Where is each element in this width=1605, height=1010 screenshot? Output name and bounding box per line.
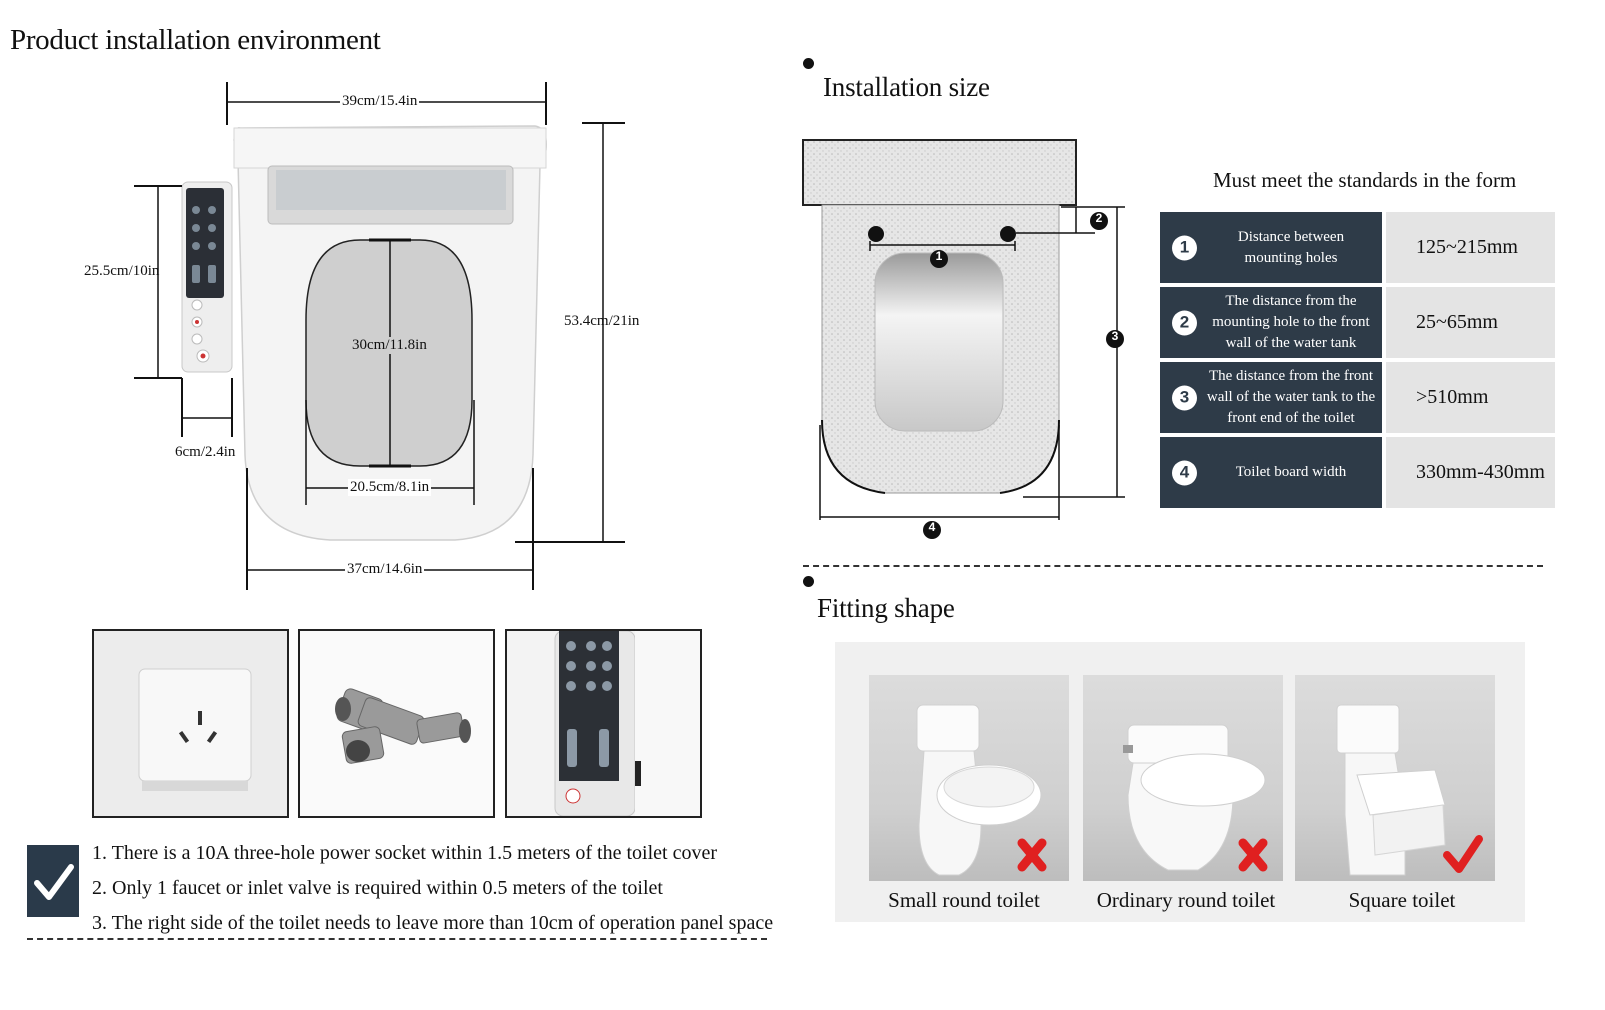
installation-size-diagram	[802, 139, 1125, 539]
standards-row: 2 The distance from the mounting hole to…	[1160, 287, 1555, 358]
reject-icon	[1017, 838, 1047, 872]
row-number: 2	[1172, 310, 1197, 335]
row-number: 1	[1172, 235, 1197, 260]
photo-small-round-toilet	[869, 675, 1069, 881]
divider	[803, 565, 1543, 567]
standards-row: 3 The distance from the front wall of th…	[1160, 362, 1555, 433]
bullet-icon	[803, 58, 814, 69]
dim-total-height: 53.4cm/21in	[564, 313, 640, 329]
installation-notes: 1. There is a 10A three-hole power socke…	[92, 836, 773, 941]
diagram-marker: 3	[1111, 329, 1119, 343]
row-number: 4	[1172, 460, 1197, 485]
shape-label: Square toilet	[1348, 888, 1456, 912]
standards-title: Must meet the standards in the form	[1213, 168, 1517, 192]
dim-seat-width: 20.5cm/8.1in	[348, 479, 432, 496]
row-value: 25~65mm	[1386, 287, 1555, 358]
photo-ordinary-round-toilet	[1083, 675, 1283, 881]
section-title-installation-size: Installation size	[823, 72, 990, 102]
dim-panel-height: 25.5cm/10in	[84, 263, 160, 279]
diagram-marker: 4	[928, 520, 936, 534]
accept-icon	[1443, 835, 1483, 873]
shape-label: Ordinary round toilet	[1096, 888, 1276, 912]
row-value: 330mm-430mm	[1386, 437, 1555, 508]
row-description: The distance from the mounting hole to t…	[1212, 293, 1370, 351]
photo-operation-panel	[505, 629, 702, 818]
dim-top-width: 39cm/15.4in	[340, 93, 420, 110]
photo-square-toilet	[1295, 675, 1495, 881]
note-item: 2. Only 1 faucet or inlet valve is requi…	[92, 877, 663, 899]
diagram-marker: 1	[935, 249, 943, 263]
diagram-marker: 2	[1095, 211, 1103, 225]
section-title-fitting-shape: Fitting shape	[817, 593, 955, 623]
standards-row: 1 Distance between mounting holes 125~21…	[1160, 212, 1555, 283]
row-description: Distance between mounting holes	[1237, 228, 1345, 266]
row-value: >510mm	[1386, 362, 1555, 433]
check-icon	[27, 845, 79, 917]
photo-tee-valve	[298, 629, 495, 818]
shape-label: Small round toilet	[888, 888, 1040, 912]
dim-bottom-width: 37cm/14.6in	[345, 561, 425, 578]
bullet-icon	[803, 576, 814, 587]
row-number: 3	[1172, 385, 1197, 410]
dim-panel-offset: 6cm/2.4in	[175, 444, 236, 460]
note-item: 3. The right side of the toilet needs to…	[92, 912, 774, 934]
dim-seat-length: 30cm/11.8in	[350, 337, 429, 354]
row-value: 125~215mm	[1386, 212, 1555, 283]
standards-row: 4 Toilet board width 330mm-430mm	[1160, 437, 1555, 508]
photo-power-socket	[92, 629, 289, 818]
note-item: 1. There is a 10A three-hole power socke…	[92, 842, 717, 864]
section-title-installation-environment: Product installation environment	[10, 24, 381, 56]
row-description: Toilet board width	[1235, 464, 1347, 480]
row-description: The distance from the front wall of the …	[1206, 368, 1376, 426]
divider	[27, 938, 767, 940]
reject-icon	[1238, 838, 1268, 872]
